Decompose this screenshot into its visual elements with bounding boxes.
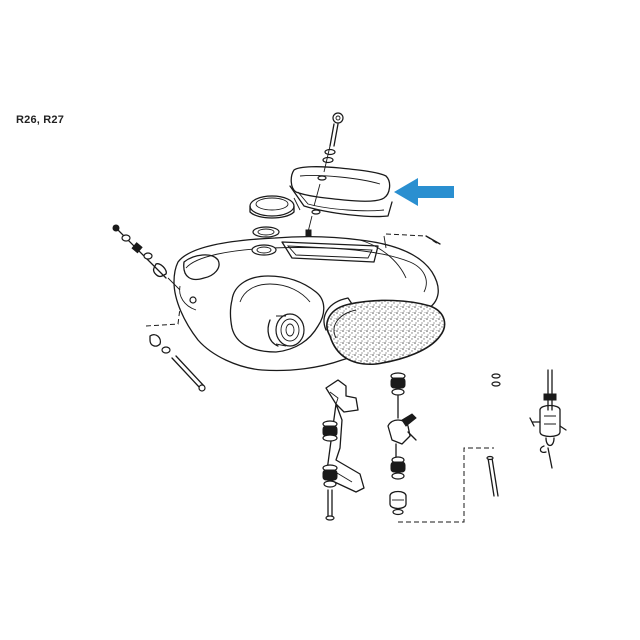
front-bolt-stack [112,224,181,291]
highlight-arrow [394,178,454,206]
small-washers [491,373,501,387]
filler-neck [267,313,305,347]
knee-pad [323,297,446,365]
toolbox-lid [289,166,393,218]
lid-bolt-stack [305,112,344,237]
rubber-mount-left [322,420,338,521]
rear-mount-leader [385,233,441,245]
fuel-tap-stack [387,372,417,516]
lower-mount-bolt [145,307,206,392]
model-label: R26, R27 [16,114,65,126]
pin-leader [398,447,499,523]
filler-cap [249,195,295,256]
reserve-fuel-tap [529,369,567,469]
